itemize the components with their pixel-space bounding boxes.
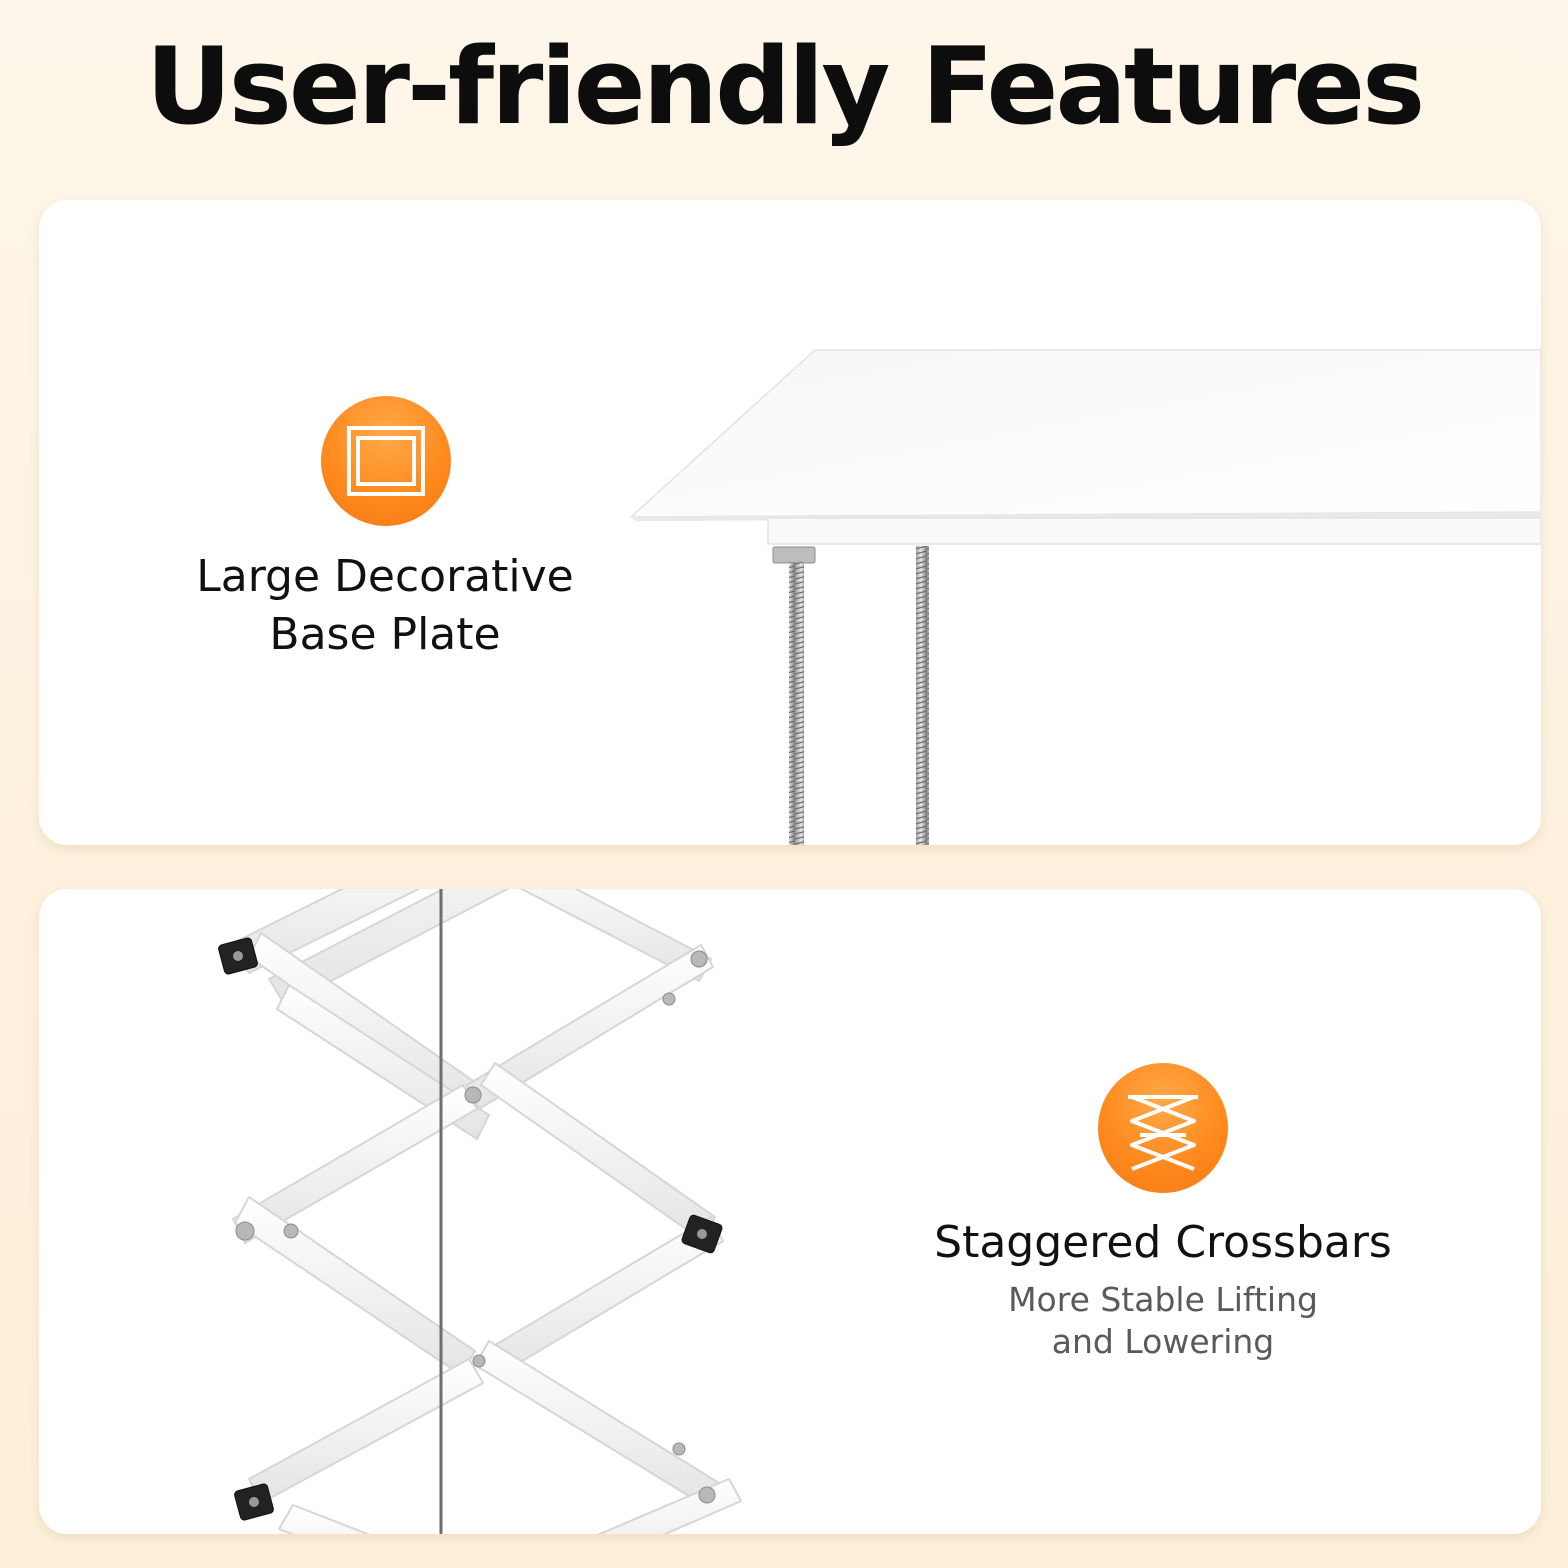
feature-subtitle-line-1: More Stable Lifting	[1008, 1280, 1318, 1319]
feature-subtitle-line-2: and Lowering	[1051, 1322, 1275, 1361]
scissor-lift-icon-badge	[1098, 1063, 1228, 1193]
scissor-lift-photo	[218, 889, 742, 1534]
feature-title-crossbars: Staggered Crossbars	[934, 1217, 1392, 1268]
base-plate-photo	[629, 349, 1541, 845]
feature-subtitle-crossbars: More Stable Lifting and Lowering	[913, 1279, 1413, 1363]
page-title: User-friendly Features	[145, 25, 1426, 148]
feature-title-base-plate: Large Decorative Base Plate	[135, 548, 635, 664]
frame-icon	[347, 426, 425, 496]
frame-icon-badge	[321, 396, 451, 526]
feature-title-line-2: Base Plate	[269, 609, 501, 660]
feature-card-base-plate: Large Decorative Base Plate	[39, 200, 1541, 845]
feature-card-crossbars: Staggered Crossbars More Stable Lifting …	[39, 889, 1541, 1534]
scissor-lift-icon	[1128, 1095, 1198, 1171]
feature-title-line-1: Large Decorative	[196, 551, 574, 602]
